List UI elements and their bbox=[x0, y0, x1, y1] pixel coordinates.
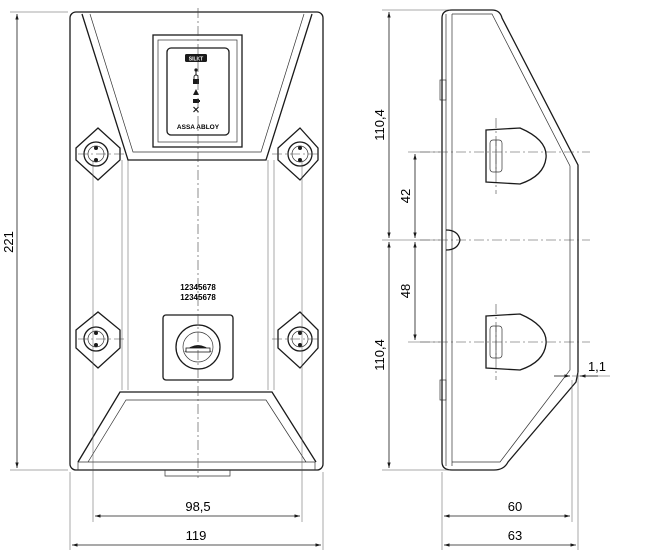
dim-front-width: 119 bbox=[186, 528, 207, 543]
mount-hole-lower-right bbox=[277, 311, 319, 369]
dim-upper-offset: 42 bbox=[398, 189, 413, 203]
dim-lower-half: 110,4 bbox=[372, 339, 387, 371]
bottom-trapezoid bbox=[77, 391, 317, 463]
dim-upper-half: 110,4 bbox=[372, 109, 387, 141]
front-dimensions: 221 98,5 119 bbox=[1, 11, 324, 550]
brand-label: ASSA ABLOY bbox=[177, 124, 220, 131]
side-dimensions: 110,4 110,4 42 48 60 63 1,1 bbox=[372, 9, 610, 550]
dim-hole-spacing: 98,5 bbox=[185, 499, 210, 514]
dim-front-height: 221 bbox=[1, 231, 16, 253]
front-bottom-ledge bbox=[77, 461, 316, 470]
top-trapezoid bbox=[81, 13, 313, 161]
reader-window bbox=[152, 34, 243, 148]
dim-wall-thickness: 1,1 bbox=[588, 359, 606, 374]
dim-side-depth: 60 bbox=[508, 499, 522, 514]
dim-total-depth: 63 bbox=[508, 528, 522, 543]
close-icon bbox=[193, 106, 199, 113]
front-outer-body bbox=[69, 11, 324, 471]
battery-icon bbox=[193, 99, 200, 103]
front-view: SILKT ASSA ABLOY bbox=[69, 8, 324, 478]
side-view bbox=[420, 9, 590, 471]
front-bottom-tab bbox=[164, 470, 231, 477]
side-screw-boss-upper bbox=[485, 127, 547, 185]
reader-badge bbox=[185, 54, 207, 62]
bell-icon bbox=[193, 89, 199, 95]
dim-lower-offset: 48 bbox=[398, 284, 413, 298]
key-icon bbox=[194, 68, 198, 75]
reader-badge-text: SILKT bbox=[189, 57, 203, 63]
mount-hole-lower-left bbox=[75, 311, 121, 369]
